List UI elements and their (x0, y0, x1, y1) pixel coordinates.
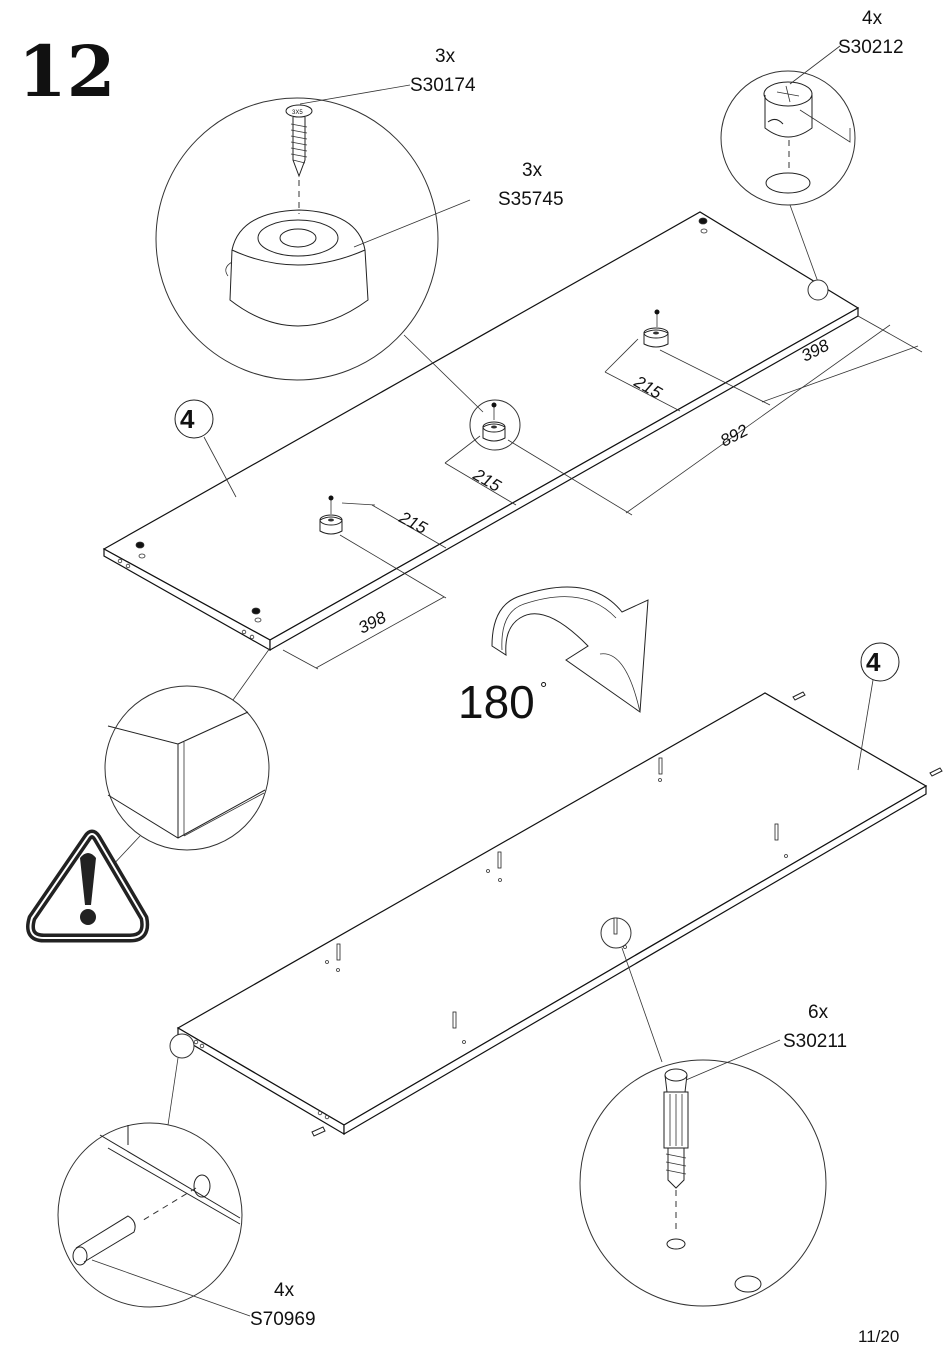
foot-middle (469, 399, 521, 451)
dimension-398-left: 398 (355, 608, 389, 638)
foot-right (643, 309, 669, 348)
foot-leader (353, 199, 471, 248)
screw-code: S30174 (410, 75, 476, 96)
bolt-qty: 6x (808, 1002, 829, 1023)
screw-qty: 3x (435, 46, 456, 67)
top-part-number-circle (174, 399, 214, 439)
foot-left (319, 495, 343, 535)
bottom-part-leader (857, 679, 874, 771)
bolt-detail-circle (579, 947, 827, 1307)
foot-qty: 3x (522, 160, 543, 181)
bolt-leader (685, 1039, 781, 1081)
dowel-detail-circle (57, 1033, 243, 1308)
edge-detail-circle (104, 647, 271, 869)
cam-leader (789, 45, 841, 85)
top-part-leader (203, 436, 237, 498)
warning-triangle-icon (26, 829, 150, 943)
bottom-part-number-circle (860, 642, 900, 682)
cam-code: S30212 (838, 37, 904, 58)
foot-code: S35745 (498, 189, 564, 210)
dowel-code: S70969 (250, 1309, 316, 1330)
foot-detail-circle: 3X5 (155, 97, 484, 413)
dowel-qty: 4x (274, 1280, 295, 1301)
bottom-panel (176, 692, 928, 1136)
cam-qty: 4x (862, 8, 883, 29)
dimension-lines-top (282, 315, 923, 670)
cam-detail-circle (720, 70, 856, 301)
bolt-code: S30211 (783, 1031, 847, 1052)
top-part-number: 4 (180, 404, 195, 434)
dowel-leader (91, 1259, 251, 1317)
rotation-unit: ° (540, 679, 547, 699)
page-number: 11/20 (858, 1327, 899, 1346)
screw-head-mark: 3X5 (292, 110, 303, 116)
rotate-arrow-icon (491, 586, 649, 713)
step-number: 12 (18, 30, 115, 113)
rotation-value: 180 (458, 676, 535, 728)
screw-leader (299, 84, 411, 105)
connector-bolts (325, 757, 788, 1044)
dimension-892: 892 (717, 421, 751, 451)
bottom-part-number: 4 (866, 647, 881, 677)
